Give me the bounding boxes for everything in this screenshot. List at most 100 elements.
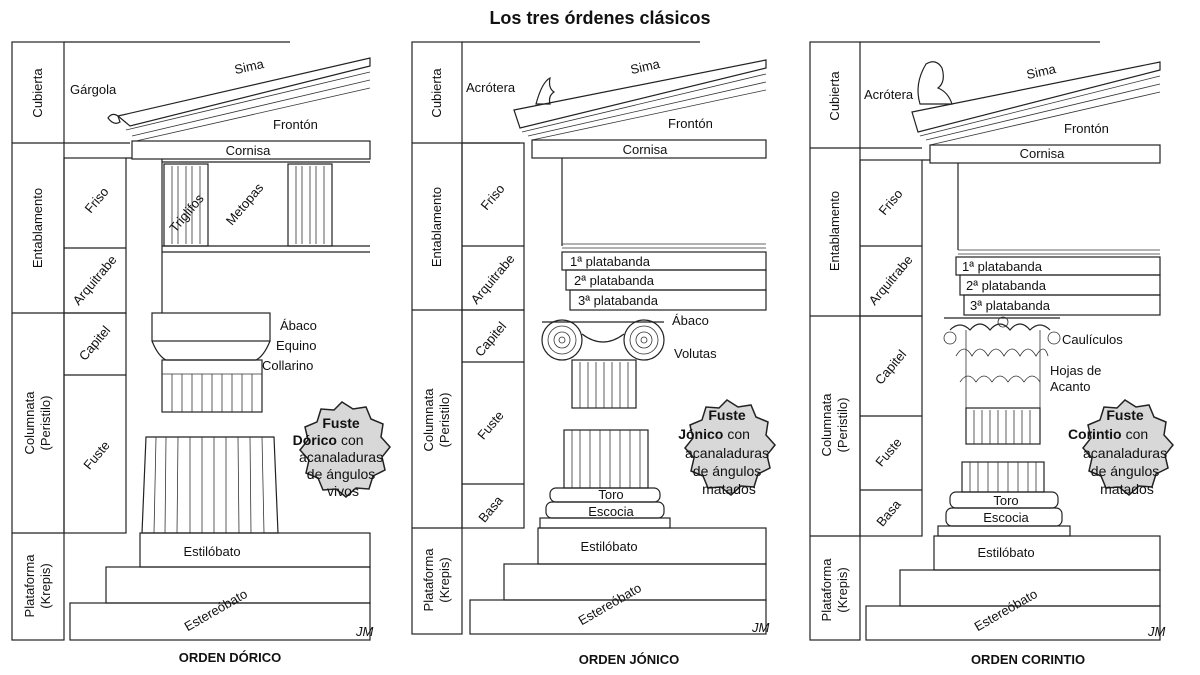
- panel-doric: Cubierta Entablamento Columnata(Peristil…: [11, 41, 391, 665]
- doric-shaft-top: [171, 374, 253, 412]
- subsection-friso: Friso: [478, 181, 508, 213]
- label-triglifos: Triglifos: [166, 191, 207, 236]
- label-ornament: Acrótera: [466, 80, 516, 95]
- subsection-fuste: Fuste: [872, 435, 904, 470]
- label-collarino: Collarino: [262, 358, 313, 373]
- stylobate: [139, 532, 371, 568]
- signature: JM: [1147, 624, 1166, 639]
- section-columnata: Columnata(Peristilo): [421, 388, 452, 452]
- section-plataforma: Plataforma(Krepis): [22, 554, 53, 618]
- diagram-title: Los tres órdenes clásicos: [489, 8, 710, 28]
- acanthus-capital: [943, 316, 1061, 408]
- label-platabanda-2: 2ª platabanda: [966, 278, 1047, 293]
- volute-left: [541, 319, 583, 361]
- section-entablamento: Entablamento: [30, 188, 45, 268]
- label-platabanda-3: 3ª platabanda: [578, 293, 659, 308]
- section-columnata: Columnata(Peristilo): [22, 391, 53, 455]
- stylobate: [933, 535, 1161, 571]
- section-plataforma: Plataforma(Krepis): [421, 548, 452, 612]
- gargoyle-shape: [107, 113, 121, 124]
- section-column: [411, 41, 463, 635]
- subsection-basa: Basa: [475, 492, 506, 525]
- badge-shape: [1082, 399, 1174, 496]
- stereobate: [469, 599, 767, 635]
- stereobate: [69, 602, 371, 641]
- label-fronton: Frontón: [668, 116, 713, 131]
- label-toro: Toro: [993, 493, 1018, 508]
- label-estereobato: Estereóbato: [182, 586, 250, 634]
- triglyph-1: [163, 163, 209, 247]
- stylobate: [537, 527, 767, 565]
- panel-ionic: Cubierta Entablamento Columnata(Peristil…: [411, 41, 776, 667]
- label-sima: Sima: [233, 56, 266, 77]
- label-acanto: Acanto: [1050, 379, 1090, 394]
- label-estereobato: Estereóbato: [576, 580, 644, 628]
- echinus-doric: [151, 340, 271, 361]
- label-abaco: Ábaco: [280, 318, 317, 333]
- doric-shaft-lower: [141, 436, 279, 534]
- subsection-arquitrabe: Arquitrabe: [866, 252, 916, 308]
- label-fronton: Frontón: [1064, 121, 1109, 136]
- label-estilobato: Estilóbato: [183, 544, 240, 559]
- subsection-capitel: Capitel: [472, 319, 510, 360]
- label-ornament: Acrótera: [864, 87, 914, 102]
- label-caulicolos: Caulículos: [1062, 332, 1123, 347]
- doric-fluting: [153, 436, 265, 534]
- caption-corinthian: ORDEN CORINTIO: [971, 652, 1085, 667]
- subsection-capitel: Capitel: [872, 347, 910, 388]
- subsection-fuste: Fuste: [474, 408, 506, 443]
- badge-shape: [299, 401, 391, 498]
- subsection-capitel: Capitel: [76, 323, 114, 364]
- label-toro: Toro: [598, 487, 623, 502]
- pediment-roof: [911, 61, 1161, 133]
- label-sima: Sima: [1025, 61, 1058, 82]
- subsection-friso: Friso: [82, 184, 112, 216]
- section-plataforma: Plataforma(Krepis): [819, 558, 850, 622]
- signature: JM: [751, 620, 770, 635]
- caption-doric: ORDEN DÓRICO: [179, 650, 282, 665]
- section-label-line: (Krepis): [835, 567, 850, 613]
- volute-right: [623, 319, 665, 361]
- label-cornisa: Cornisa: [226, 143, 272, 158]
- section-entablamento: Entablamento: [429, 187, 444, 267]
- abacus-doric: [151, 312, 271, 342]
- label-metopas: Metopas: [223, 180, 267, 228]
- subsection-fuste: Fuste: [80, 438, 112, 473]
- fascia-3: [569, 289, 767, 311]
- subsection-arquitrabe: Arquitrabe: [70, 252, 120, 308]
- panel-corinthian: Cubierta Entablamento Columnata(Peristil…: [809, 41, 1174, 667]
- label-platabanda-1: 1ª platabanda: [962, 259, 1043, 274]
- badge-shape: [684, 399, 776, 496]
- section-label-line: (Krepis): [437, 557, 452, 603]
- section-cubierta: Cubierta: [429, 68, 444, 118]
- label-escocia: Escocia: [588, 504, 634, 519]
- section-cubierta: Cubierta: [30, 68, 45, 118]
- label-equino: Equino: [276, 338, 316, 353]
- fascia-3: [963, 294, 1161, 316]
- acroterion-shape: [917, 61, 953, 105]
- label-estilobato: Estilóbato: [977, 545, 1034, 560]
- section-label-line: (Krepis): [38, 563, 53, 609]
- caption-ionic: ORDEN JÓNICO: [579, 652, 679, 667]
- acroterion-shape: [535, 76, 556, 105]
- signature: JM: [355, 624, 374, 639]
- ionic-shaft-lower: [563, 429, 649, 489]
- label-escocia: Escocia: [983, 510, 1029, 525]
- corinth-shaft-top: [965, 407, 1041, 445]
- section-column: [809, 41, 861, 641]
- label-volutas: Volutas: [674, 346, 717, 361]
- label-estereobato: Estereóbato: [972, 586, 1040, 634]
- section-column: [11, 41, 65, 641]
- triglyph-2: [287, 163, 333, 247]
- corinth-shaft-lower: [961, 461, 1045, 493]
- cornice-block: [929, 144, 1161, 164]
- section-label-line: (Peristilo): [835, 398, 850, 453]
- label-cornisa: Cornisa: [623, 142, 669, 157]
- pediment-roof: [513, 59, 767, 129]
- label-fronton: Frontón: [273, 117, 318, 132]
- label-sima: Sima: [629, 56, 662, 77]
